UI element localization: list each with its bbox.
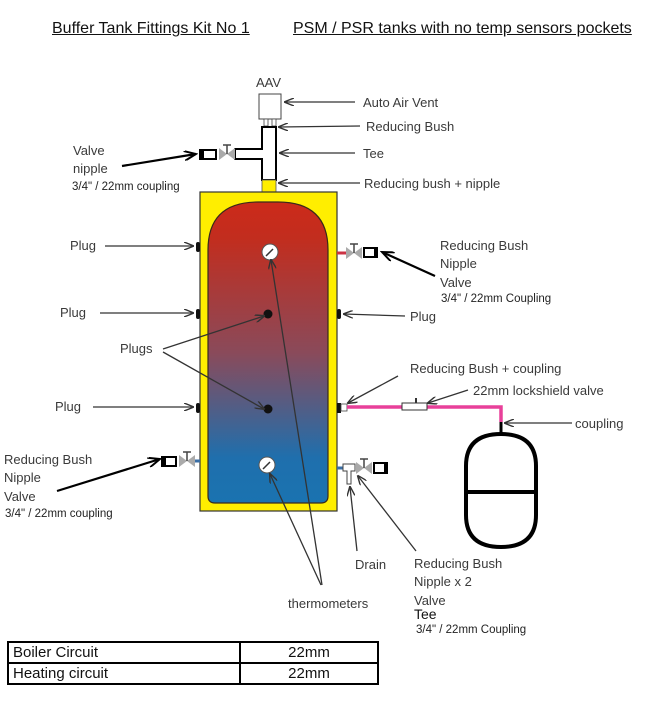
upper-right-valve xyxy=(337,243,378,259)
lower-right-label-valve: Valve xyxy=(414,593,446,608)
plug-left-1 xyxy=(196,242,200,252)
auto-air-vent-label: Auto Air Vent xyxy=(363,95,439,110)
tanks-title: PSM / PSR tanks with no temp sensors poc… xyxy=(293,20,632,37)
top-left-label-nipple: nipple xyxy=(73,161,108,176)
plugs-label: Plugs xyxy=(120,341,153,356)
table-row: Boiler Circuit 22mm xyxy=(7,641,379,664)
top-left-label-valve: Valve xyxy=(73,143,105,158)
size-cell: 22mm xyxy=(239,662,379,685)
lower-left-label-nipple: Nipple xyxy=(4,470,41,485)
table-row: Heating circuit 22mm xyxy=(7,662,379,685)
lockshield-label: 22mm lockshield valve xyxy=(473,383,604,398)
thermometers-label: thermometers xyxy=(288,596,369,611)
tee-label: Tee xyxy=(363,146,384,161)
plug-left-2-label: Plug xyxy=(60,305,87,320)
circuit-cell: Boiler Circuit xyxy=(7,641,241,664)
auto-air-vent xyxy=(258,93,282,127)
leader-arrows xyxy=(56,102,572,586)
upper-right-label-coupling: 3/4" / 22mm Coupling xyxy=(441,293,552,305)
plug-inner-upper xyxy=(263,309,273,319)
reducing-bush-label: Reducing Bush xyxy=(366,119,455,134)
plug-inner-lower xyxy=(263,404,273,414)
plug-left-3-label: Plug xyxy=(55,399,82,414)
upper-right-label-nipple: Nipple xyxy=(440,256,477,271)
lower-right-label-coupling: 3/4" / 22mm Coupling xyxy=(416,624,527,636)
aav-label: AAV xyxy=(256,75,282,90)
plug-left-2 xyxy=(196,309,200,319)
thermometer-bottom xyxy=(258,456,276,474)
plug-right-label: Plug xyxy=(410,309,437,324)
thermometer-top xyxy=(261,243,279,261)
circuit-cell: Heating circuit xyxy=(7,662,241,685)
size-cell: 22mm xyxy=(239,641,379,664)
reducing-bush-coupling-label: Reducing Bush + coupling xyxy=(410,361,562,376)
lower-left-valve xyxy=(161,451,200,467)
pipe-size-table: Boiler Circuit 22mm Heating circuit 22mm xyxy=(7,641,379,685)
upper-right-label-valve: Valve xyxy=(440,275,472,290)
plug-left-1-label: Plug xyxy=(70,238,97,253)
lower-left-label-coupling: 3/4" / 22mm coupling xyxy=(5,508,113,520)
plug-left-3 xyxy=(196,403,200,413)
lower-right-label-tee: Tee xyxy=(414,606,437,622)
expansion-pipe xyxy=(337,398,503,434)
drain-label: Drain xyxy=(355,557,387,572)
top-left-label-coupling: 3/4" / 22mm coupling xyxy=(72,181,180,193)
reducing-bush-nipple-label: Reducing bush + nipple xyxy=(364,176,501,191)
lower-right-fittings xyxy=(337,458,388,485)
lower-left-label-bush: Reducing Bush xyxy=(4,452,93,467)
plug-right xyxy=(337,309,341,319)
top-valve xyxy=(199,144,235,160)
tee-fitting xyxy=(234,126,277,193)
lower-left-label-valve: Valve xyxy=(4,489,36,504)
buffer-tank xyxy=(199,191,338,512)
expansion-vessel xyxy=(464,431,538,550)
lower-right-label-nipple: Nipple x 2 xyxy=(414,574,472,589)
kit-title: Buffer Tank Fittings Kit No 1 xyxy=(52,20,250,37)
lower-right-label-bush: Reducing Bush xyxy=(414,556,503,571)
upper-right-label-bush: Reducing Bush xyxy=(440,238,529,253)
coupling-label: coupling xyxy=(575,416,624,431)
buffer-tank-diagram xyxy=(56,93,572,586)
